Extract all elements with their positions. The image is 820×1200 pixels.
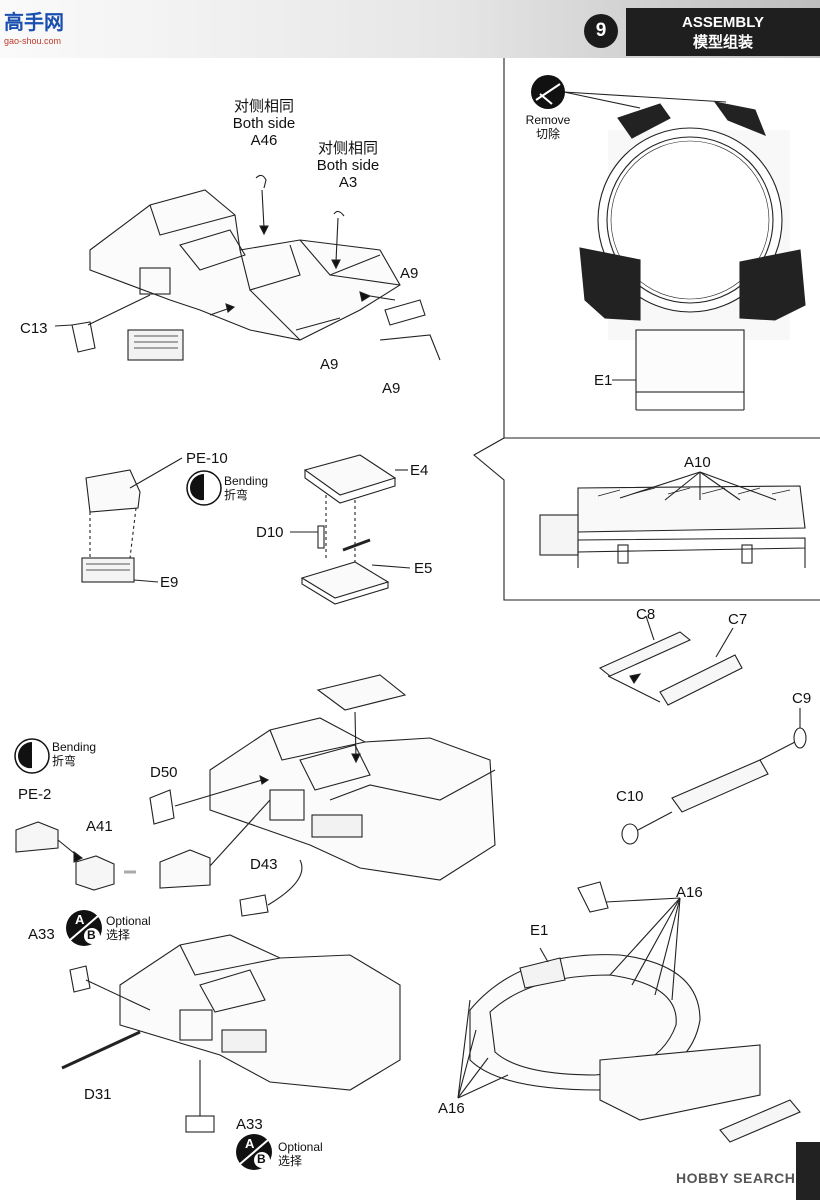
part-label-a33: A33 [28,926,55,943]
part-label-a9: A9 [320,356,339,373]
part-label-a9: A9 [382,380,401,397]
optional-en: Optional [106,914,151,928]
hull-drawing-3 [61,934,401,1133]
part-label-c8: C8 [636,606,656,623]
section-title-block: ASSEMBLY 模型组装 [626,8,820,56]
page-edge-tab [796,1142,820,1200]
part-label-e5: E5 [414,560,433,577]
both-side-en: Both side [232,115,296,132]
part-label: A3 [338,174,358,191]
rail-drawing [539,471,806,568]
part-label-d43: D43 [250,856,278,873]
bending-note: Bending 折弯 [52,740,96,768]
tube-drawing [621,708,807,845]
part-label-a10: A10 [684,454,711,471]
part-label-d50: D50 [150,764,178,781]
watermark-url: gao-shou.com [4,36,62,46]
part-label-pe2: PE-2 [18,786,52,803]
bending-en: Bending [224,474,269,488]
part-label-a33: A33 [236,1116,263,1133]
remove-cn: 切除 [535,127,560,141]
turret-ring-drawing [563,91,806,411]
optional-note: Optional 选择 [106,914,151,942]
watermark-cn: 高手网 [4,12,64,34]
option-a-letter: A [245,1136,255,1151]
box-assembly-drawing [15,821,136,891]
bending-cn: 折弯 [52,754,77,768]
both-side-cn: 对侧相同 [233,98,294,115]
part-label-e1: E1 [594,372,613,389]
section-title-cn: 模型组装 [692,34,753,51]
part-label-a41: A41 [86,818,113,835]
section-title-en: ASSEMBLY [682,14,764,31]
optional-en: Optional [278,1140,323,1154]
bending-en: Bending [52,740,97,754]
optional-ab-icon [66,910,102,946]
part-label-a16: A16 [438,1100,465,1117]
step-number: 9 [584,14,618,48]
remove-note: Remove 切除 [512,113,584,141]
optional-cn: 选择 [106,928,131,942]
part-label-e4: E4 [410,462,429,479]
both-side-note-a3: 对侧相同 Both side A3 [306,140,390,191]
optional-note: Optional 选择 [278,1140,323,1168]
both-side-cn: 对侧相同 [317,140,378,157]
both-side-en: Both side [316,157,380,174]
remove-en: Remove [525,113,571,127]
watermark-logo: 高手网 gao-shou.com [4,6,64,53]
part-label-pe10: PE-10 [186,450,228,467]
part-label-a16: A16 [676,884,703,901]
part-label-a9: A9 [400,265,419,282]
part-label-c10: C10 [616,788,644,805]
part-label-e9: E9 [160,574,179,591]
part-label-d10: D10 [256,524,284,541]
optional-ab-icon [236,1134,272,1170]
vent-assembly-drawing [81,457,183,583]
bending-note: Bending 折弯 [224,474,268,502]
plate-assembly-drawing [290,454,411,605]
both-side-note-a46: 对侧相同 Both side A46 [222,98,306,149]
hull-drawing-2 [149,674,496,917]
part-label-d31: D31 [84,1086,112,1103]
inset-frame [473,58,820,601]
part-label-c9: C9 [792,690,812,707]
bending-icon [186,470,222,506]
option-a-letter: A [75,912,85,927]
part-label-e1: E1 [530,922,549,939]
option-b-letter: B [87,928,96,942]
bracket-drawing [598,615,743,706]
bending-icon [14,738,50,774]
ring-assembly-drawing [457,881,801,1143]
part-label-c7: C7 [728,611,748,628]
bending-cn: 折弯 [224,488,249,502]
option-b-letter: B [257,1152,266,1166]
optional-cn: 选择 [278,1154,303,1168]
remove-icon [531,75,565,109]
hull-drawing-1 [54,174,441,361]
part-label: A46 [250,132,278,149]
footer-watermark: HOBBY SEARCH [676,1170,796,1186]
part-label-c13: C13 [20,320,48,337]
